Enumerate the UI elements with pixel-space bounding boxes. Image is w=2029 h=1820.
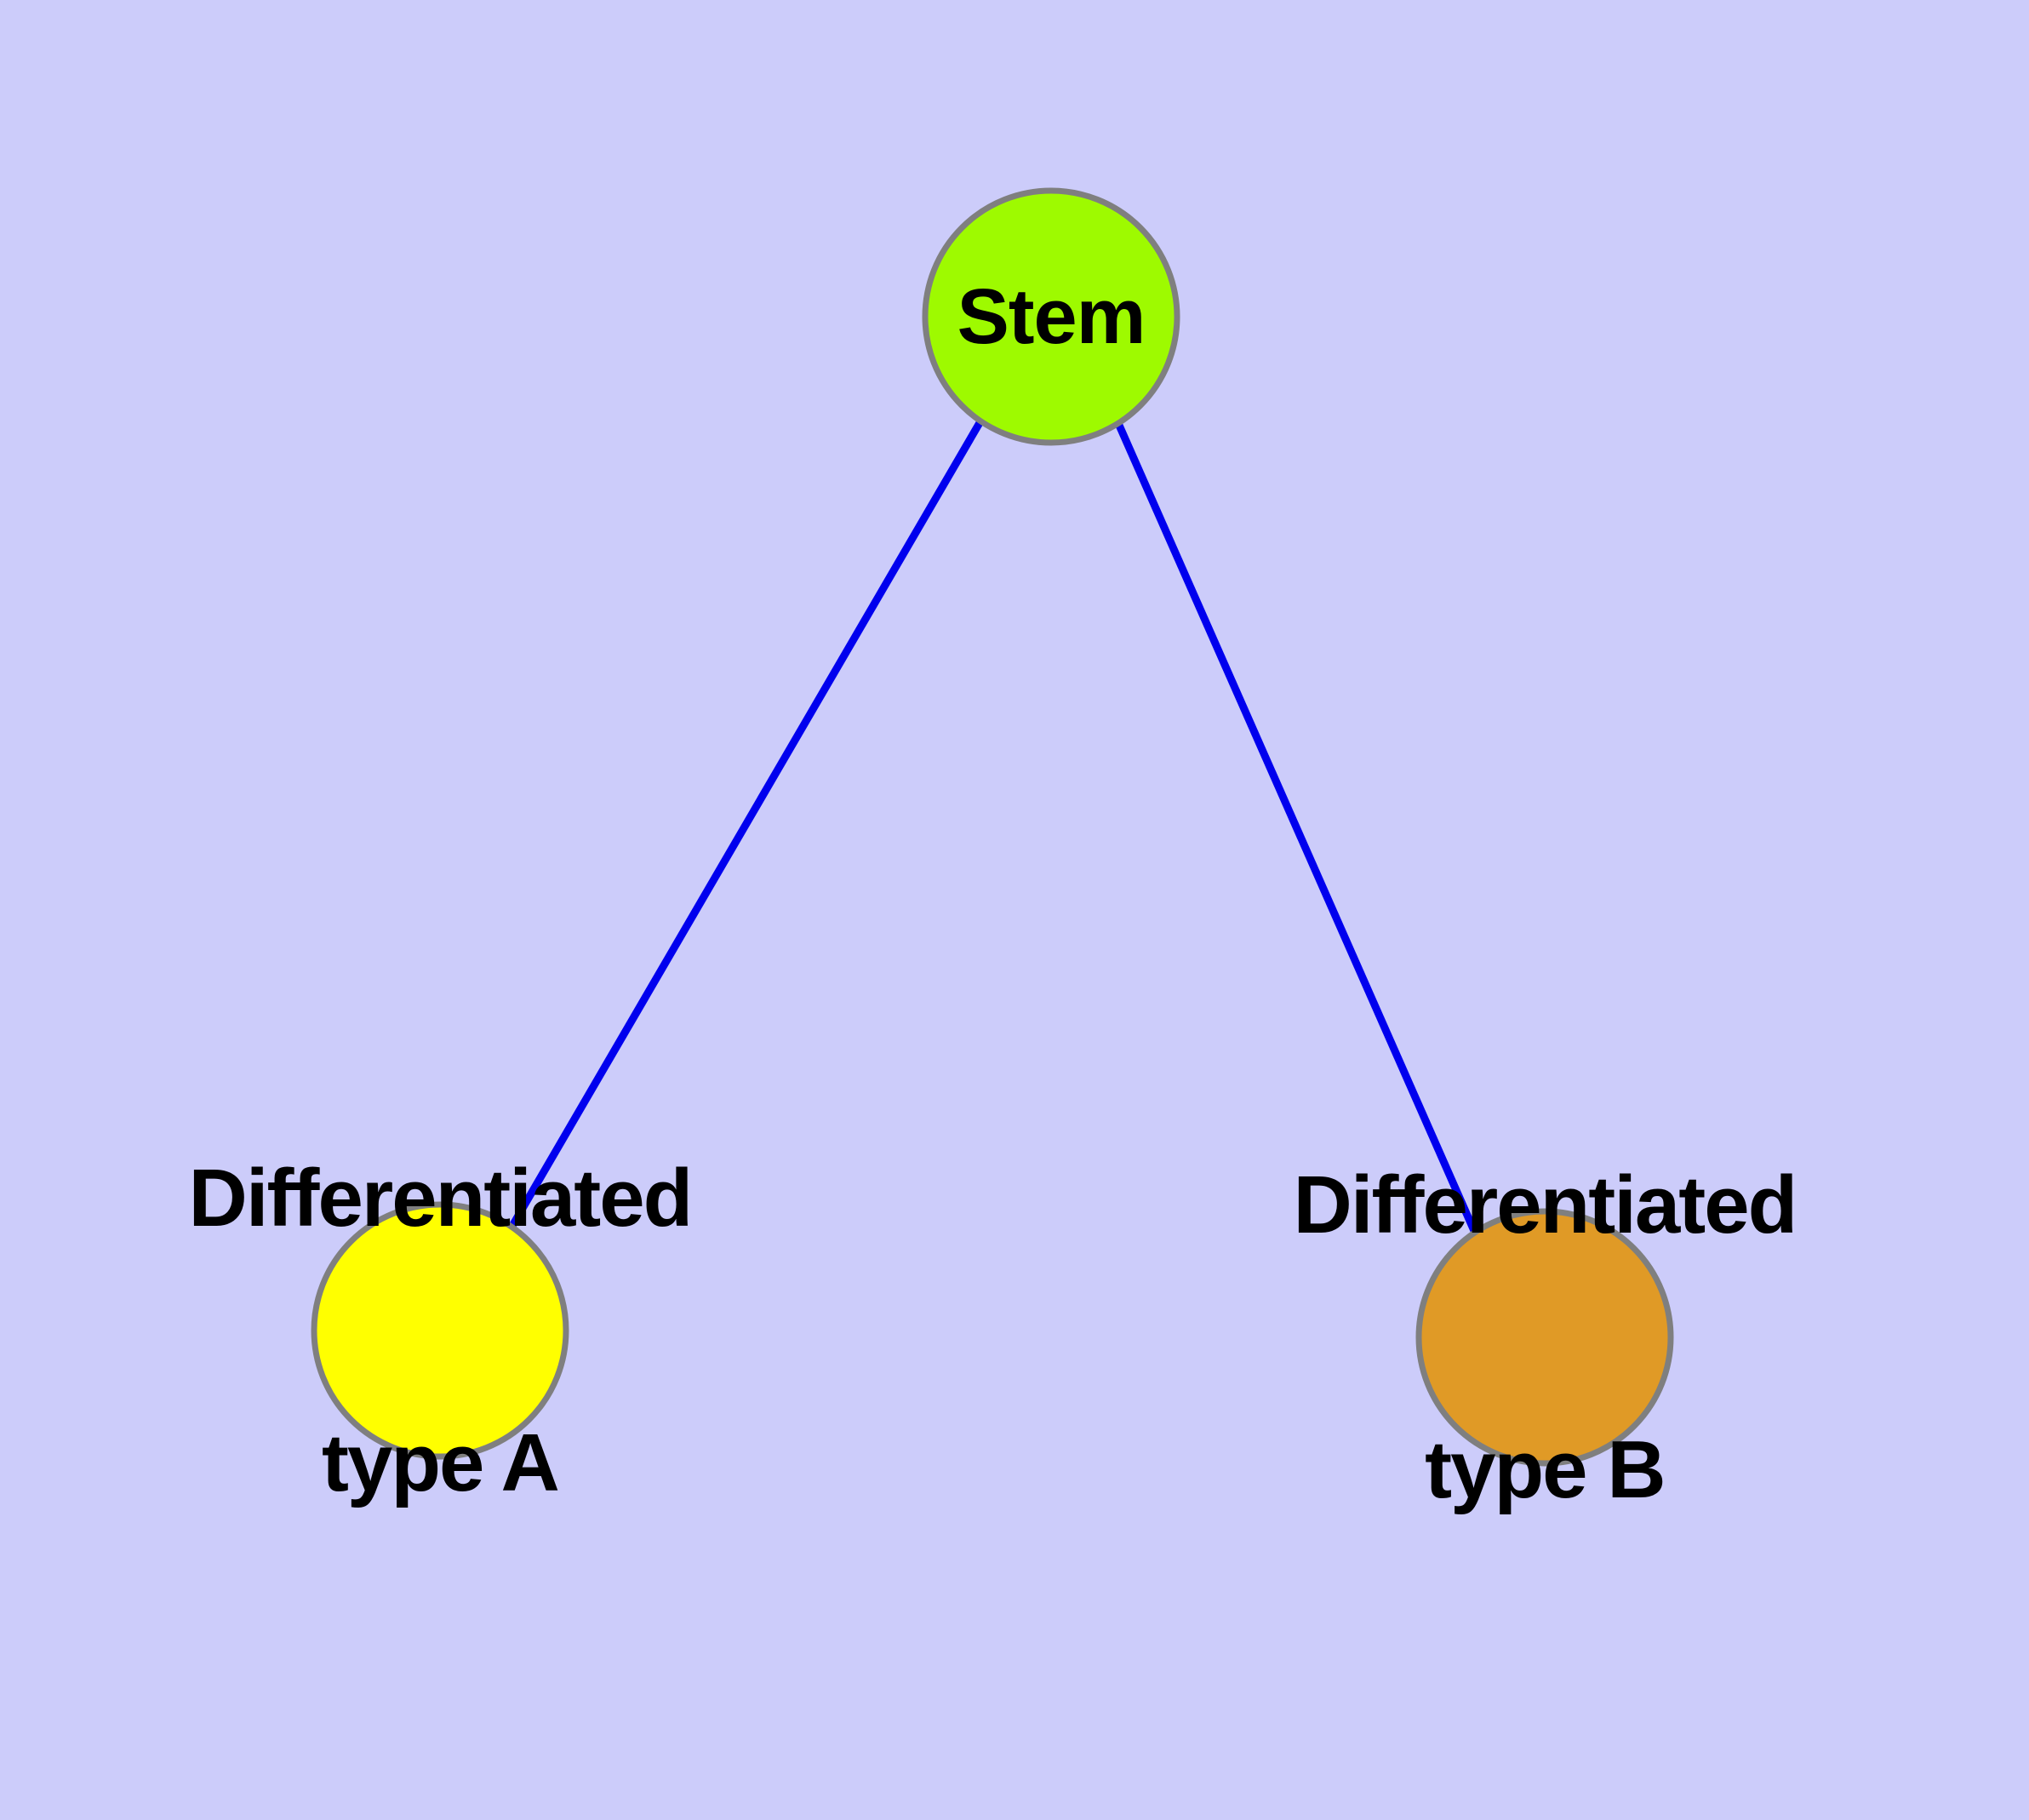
node-layer [311, 187, 1674, 1467]
edge-layer [509, 419, 1479, 1234]
edge-stem-to-differentiated-type-b[interactable] [1113, 420, 1479, 1234]
node-stem[interactable] [922, 187, 1180, 446]
edge-stem-to-differentiated-type-a[interactable] [509, 419, 984, 1228]
node-differentiated-type-a[interactable] [311, 1201, 569, 1460]
node-differentiated-type-b[interactable] [1415, 1208, 1674, 1467]
